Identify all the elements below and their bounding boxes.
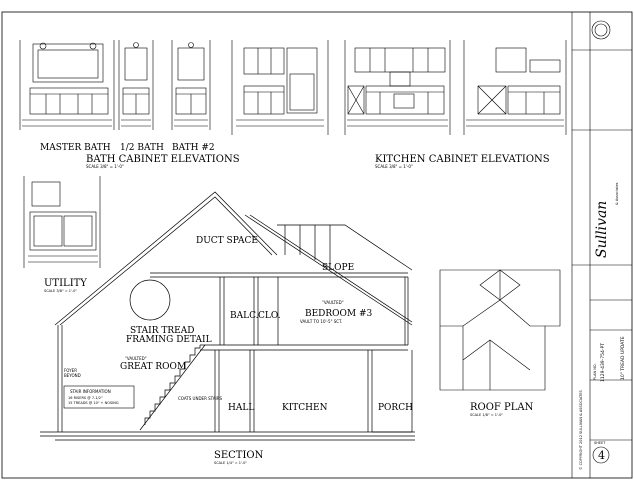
section-scale: SCALE 1/4" = 1'-0" [214, 461, 247, 465]
bedroom-vault-label: VAULT TO 10'-5" SCT. [300, 319, 342, 324]
bath-elevations-title: BATH CABINET ELEVATIONS [86, 154, 240, 165]
clo-label: CLO. [258, 311, 281, 321]
kitchen-elevation-center [344, 40, 451, 135]
sheet-border [1, 11, 633, 479]
stair-info-line-2: 15 TREADS @ 10" + NOSING [68, 401, 119, 405]
title-block [571, 12, 632, 478]
seal-icon [591, 20, 611, 40]
great-room-label: GREAT ROOM [120, 362, 186, 372]
half-bath-label: 1/2 BATH [120, 143, 164, 153]
porch-label: PORCH [378, 403, 413, 413]
bath-cabinet-elevations [19, 40, 211, 130]
firm-name: Sullivan [594, 201, 610, 258]
utility-elevation [23, 176, 101, 268]
roof-plan-title: ROOF PLAN [470, 402, 534, 413]
kitchen-elevations-title: KITCHEN CABINET ELEVATIONS [375, 154, 550, 165]
master-bath-elevation [19, 40, 115, 130]
kitchen-cabinet-elevations [231, 40, 567, 135]
coats-under-stairs-label: COATS UNDER STAIRS [178, 396, 222, 401]
kitchen-elevation-left [231, 40, 329, 135]
bath2-elevation [171, 40, 211, 130]
sheet-label: SHEET [594, 441, 606, 445]
hall-label: HALL [228, 403, 254, 413]
building-section [40, 191, 415, 441]
master-bath-label: MASTER BATH [40, 143, 111, 153]
section-title: SECTION [214, 450, 264, 461]
stair-information-box: STAIR INFORMATION 16 RISERS @ 7-1/2" 15 … [63, 385, 135, 409]
stair-info-title: STAIR INFORMATION [70, 389, 111, 394]
update-note: 10" TREAD UPDATE [620, 336, 626, 380]
kitchen-elevations-scale: SCALE 3/8" = 1'-0" [375, 164, 413, 169]
stair-tread-label: STAIR TREAD [130, 326, 194, 336]
plan-no-label: PLAN NO. [593, 363, 597, 380]
kitchen-elevation-right [463, 40, 567, 135]
foyer-label: FOYER [64, 368, 77, 373]
sheet-circle-icon [592, 446, 610, 464]
utility-scale: SCALE 3/8" = 1'-0" [44, 289, 77, 293]
bath2-label: BATH #2 [172, 143, 215, 153]
beyond-label: BEYOND [64, 373, 81, 378]
firm-suffix: & Associates [615, 182, 619, 205]
roof-plan-scale: SCALE 1/8" = 1'-0" [470, 413, 503, 417]
framing-detail-label: FRAMING DETAIL [126, 335, 212, 345]
great-room-vaulted-label: "VAULTED" [125, 356, 147, 361]
balc-label: BALC. [230, 311, 259, 321]
bedroom-vaulted-label: "VAULTED" [322, 300, 344, 305]
utility-title: UTILITY [44, 278, 87, 289]
half-bath-elevation [118, 40, 154, 130]
copyright: © COPYRIGHT 2012 SULLIVAN & ASSOCIATES [579, 390, 583, 470]
stair-info-line-1: 16 RISERS @ 7-1/2" [68, 396, 103, 400]
bath-elevations-scale: SCALE 3/8" = 1'-0" [86, 164, 124, 169]
roof-plan-drawing [439, 269, 561, 391]
sheet-number: 4 [598, 449, 605, 462]
slope-label: SLOPE [322, 263, 354, 273]
plan-number: 1129-439-754-PT [600, 343, 606, 382]
bedroom-label: BEDROOM #3 [305, 309, 373, 319]
duct-space-label: DUCT SPACE [196, 236, 258, 246]
kitchen-label: KITCHEN [282, 403, 328, 413]
